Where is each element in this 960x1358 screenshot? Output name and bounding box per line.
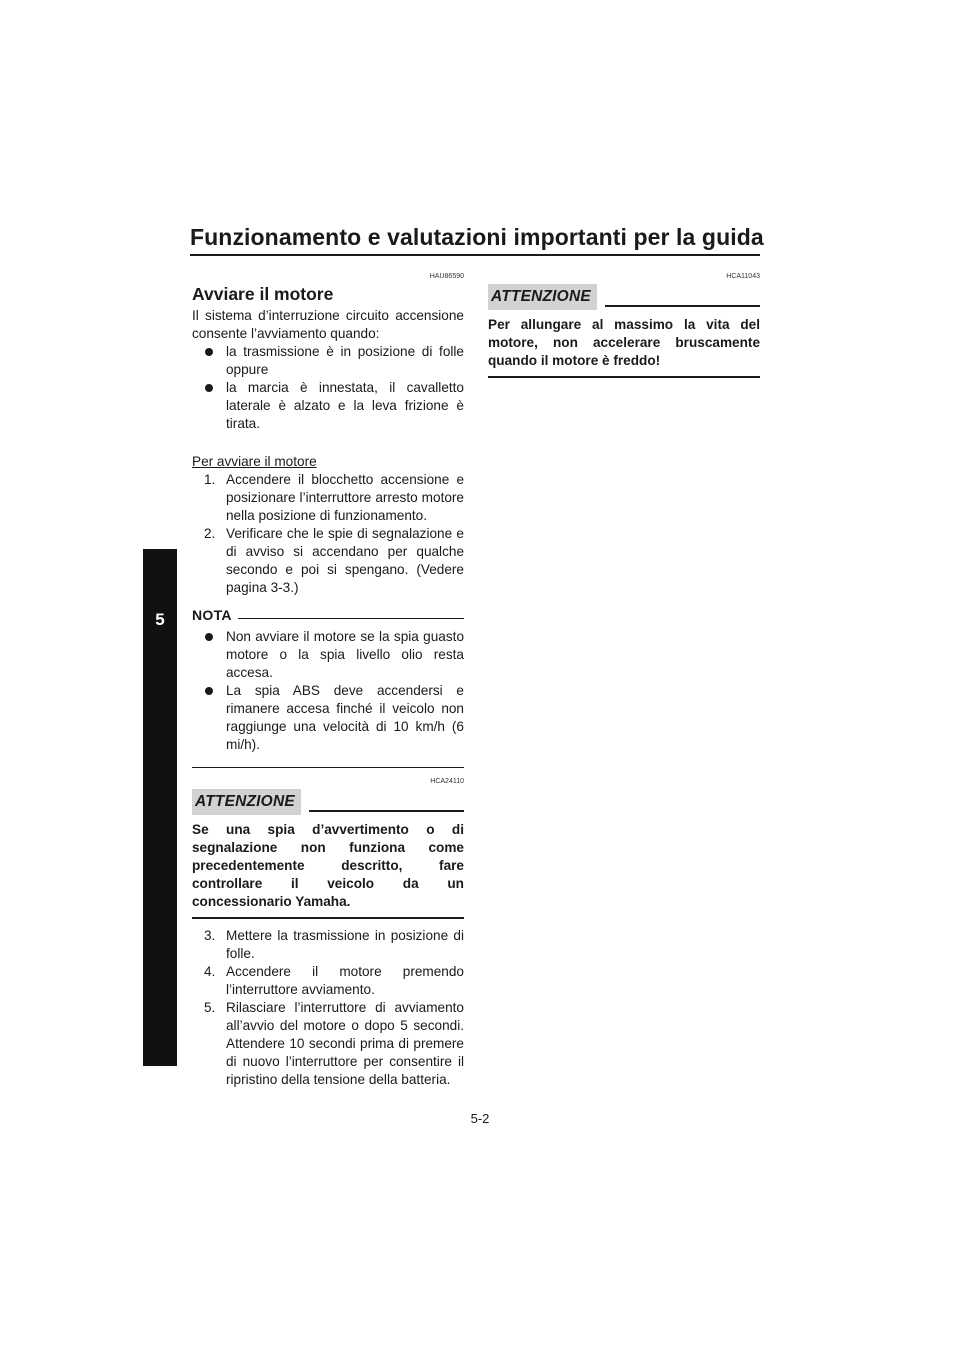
steps-list: 3. Mettere la trasmissione in posizione d… (192, 927, 464, 1089)
step-text: Accendere il motore premendo l’interrutt… (226, 964, 464, 997)
right-column: HCA11043 ATTENZIONE Per allungare al mas… (488, 272, 760, 386)
attention-rule (308, 809, 464, 812)
list-item: Non avviare il motore se la spia guasto … (192, 628, 464, 682)
bullet-icon (205, 348, 213, 356)
note-end-rule (192, 767, 464, 768)
step-text: Verificare che le spie di segnalazione e… (226, 526, 464, 595)
note-rule (237, 618, 464, 619)
step-number: 1. (204, 472, 216, 487)
step-number: 3. (204, 928, 216, 943)
header-rule (190, 254, 760, 256)
step-text: Accendere il blocchetto accensione e pos… (226, 472, 464, 523)
attention-end-rule (488, 376, 760, 378)
step-number: 2. (204, 526, 216, 541)
condition-text: la marcia è innestata, il cavalletto lat… (226, 380, 464, 431)
list-item: 3. Mettere la trasmissione in posizione d… (192, 927, 464, 963)
attention-end-rule (192, 917, 464, 919)
note-header: NOTA (192, 606, 464, 624)
step-text: Rilasciare l’interruttore di avviamento … (226, 1000, 464, 1087)
chapter-tab: 5 (143, 549, 177, 1066)
intro-paragraph: Il sistema d’interruzione circuito accen… (192, 308, 464, 341)
list-item: 5. Rilasciare l’interruttore di avviament… (192, 999, 464, 1089)
bullet-icon (205, 633, 213, 641)
note-list: Non avviare il motore se la spia guasto … (192, 628, 464, 754)
attention-header: ATTENZIONE (488, 284, 760, 310)
list-item: 1. Accendere il blocchetto accensione e p… (192, 471, 464, 525)
chapter-number: 5 (155, 610, 165, 629)
step-number: 5. (204, 1000, 216, 1015)
conditions-list: la trasmissione è in posizione di folle … (192, 343, 464, 433)
list-item: la marcia è innestata, il cavalletto lat… (192, 379, 464, 433)
page-header-title: Funzionamento e valutazioni importanti p… (190, 224, 764, 250)
subheading: Per avviare il motore (192, 454, 317, 469)
steps-list: 1. Accendere il blocchetto accensione e p… (192, 471, 464, 597)
list-item: la trasmissione è in posizione di folle … (192, 343, 464, 379)
left-column: HAU86590 Avviare il motore Il sistema d’… (192, 272, 464, 1089)
bullet-icon (205, 384, 213, 392)
section-title: Avviare il motore (192, 284, 334, 304)
attention-rule (604, 304, 760, 307)
step-text: Mettere la trasmissione in posizione di … (226, 928, 464, 961)
attention-code: HCA24110 (430, 778, 464, 785)
note-label: NOTA (192, 607, 232, 623)
attention-text: Per allungare al massimo la vita del mot… (488, 317, 760, 368)
attention-text: Se una spia d’avvertimento o di segnalaz… (192, 822, 464, 909)
attention-header: ATTENZIONE (192, 789, 464, 815)
bullet-icon (205, 687, 213, 695)
step-number: 4. (204, 964, 216, 979)
attention-code: HCA11043 (726, 273, 760, 280)
note-text: La spia ABS deve accendersi e rimanere a… (226, 683, 464, 752)
page-number: 5-2 (470, 1111, 490, 1126)
attention-label: ATTENZIONE (192, 789, 301, 815)
list-item: 2. Verificare che le spie di segnalazione… (192, 525, 464, 597)
list-item: 4. Accendere il motore premendo l’interru… (192, 963, 464, 999)
note-text: Non avviare il motore se la spia guasto … (226, 629, 464, 680)
section-code: HAU86590 (429, 273, 464, 280)
list-item: La spia ABS deve accendersi e rimanere a… (192, 682, 464, 754)
condition-text: la trasmissione è in posizione di folle … (226, 344, 464, 377)
attention-label: ATTENZIONE (488, 284, 597, 310)
